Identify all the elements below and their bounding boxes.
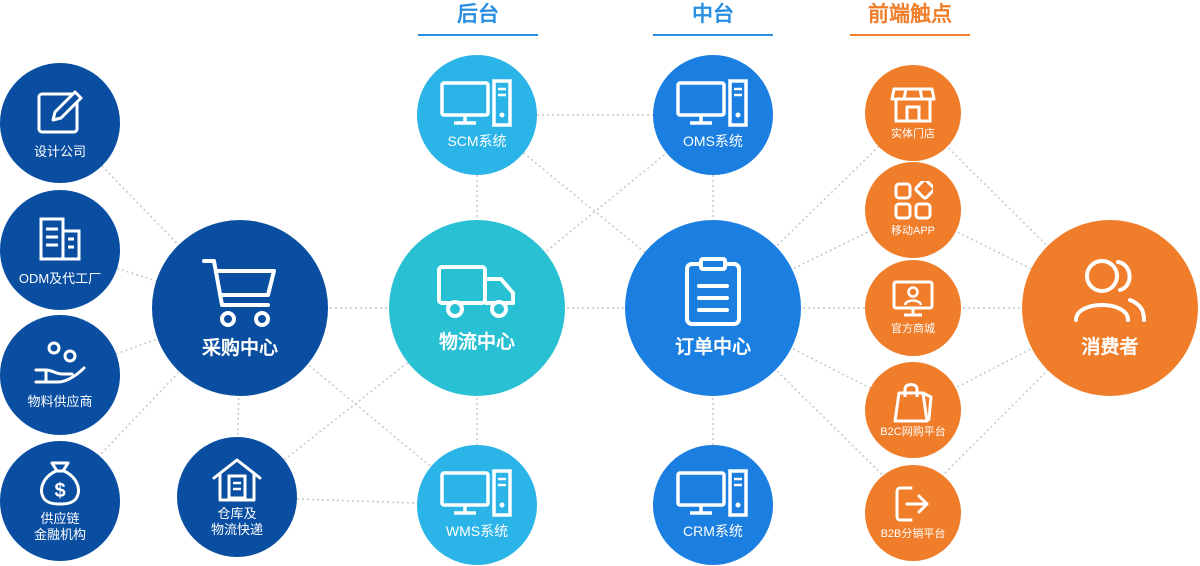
pencil-square-icon [37, 90, 83, 134]
touchpoint-app[interactable]: 移动APP [865, 162, 961, 258]
computer-icon [676, 79, 748, 127]
system-label: CRM系统 [683, 523, 743, 540]
hub-label: 采购中心 [201, 338, 278, 360]
column-title-middle: 中台 [692, 3, 734, 26]
supplier-node-finance[interactable]: $ 供应链 金融机构 [0, 441, 120, 561]
warehouse-icon [212, 458, 262, 502]
svg-text:$: $ [54, 480, 65, 502]
column-title-backend: 后台 [457, 3, 499, 26]
hub-label: 物流中心 [438, 332, 515, 354]
system-scm[interactable]: SCM系统 [417, 55, 537, 175]
touchpoint-label: B2C网购平台 [880, 425, 946, 438]
hand-coins-icon [34, 341, 86, 384]
hub-label: 仓库及 物流快递 [210, 505, 263, 537]
truck-icon [437, 265, 515, 319]
monitor-user-icon [892, 280, 934, 317]
touchpoint-label: 实体门店 [891, 127, 935, 140]
column-underline-middle [653, 34, 773, 36]
touchpoint-label: 官方商城 [891, 323, 935, 336]
app-grid-icon [894, 181, 933, 220]
computer-icon [440, 469, 512, 517]
users-icon [1074, 259, 1146, 323]
system-label: SCM系统 [447, 133, 507, 150]
column-underline-backend [418, 34, 538, 36]
node-warehouse[interactable]: 仓库及 物流快递 [177, 437, 297, 557]
computer-icon [440, 79, 512, 127]
cart-icon [202, 259, 276, 328]
column-title-frontend: 前端触点 [868, 3, 952, 26]
money-bag-icon: $ [40, 461, 80, 506]
clipboard-icon [685, 257, 741, 327]
building-icon [39, 217, 81, 261]
system-crm[interactable]: CRM系统 [653, 445, 773, 565]
hub-consumer[interactable]: 消费者 [1022, 220, 1198, 396]
computer-icon [676, 469, 748, 517]
supplier-node-materials[interactable]: 物料供应商 [0, 315, 120, 435]
supplier-node-odm[interactable]: ODM及代工厂 [0, 190, 120, 310]
supplier-label: 设计公司 [33, 143, 86, 159]
hub-label: 消费者 [1081, 337, 1139, 359]
supplier-label: 供应链 金融机构 [33, 510, 86, 542]
supplier-label: ODM及代工厂 [18, 270, 102, 286]
system-label: OMS系统 [683, 133, 743, 150]
hub-label: 订单中心 [674, 337, 751, 359]
touchpoint-store[interactable]: 实体门店 [865, 65, 961, 161]
system-label: WMS系统 [445, 523, 509, 540]
supplier-node-design[interactable]: 设计公司 [0, 63, 120, 183]
touchpoint-b2b[interactable]: B2B分销平台 [865, 465, 961, 561]
system-oms[interactable]: OMS系统 [653, 55, 773, 175]
column-underline-frontend [850, 34, 970, 36]
touchpoint-label: 移动APP [890, 225, 935, 238]
system-wms[interactable]: WMS系统 [417, 445, 537, 565]
hub-logistics[interactable]: 物流中心 [389, 220, 565, 396]
hub-order[interactable]: 订单中心 [625, 220, 801, 396]
shopping-bag-icon [893, 382, 933, 423]
hub-purchase[interactable]: 采购中心 [152, 220, 328, 396]
supplier-label: 物料供应商 [27, 393, 93, 409]
store-icon [890, 87, 936, 123]
touchpoint-official-mall[interactable]: 官方商城 [865, 260, 961, 356]
exit-arrow-icon [895, 486, 929, 522]
touchpoint-label: B2B分销平台 [880, 528, 946, 541]
touchpoint-b2c[interactable]: B2C网购平台 [865, 362, 961, 458]
